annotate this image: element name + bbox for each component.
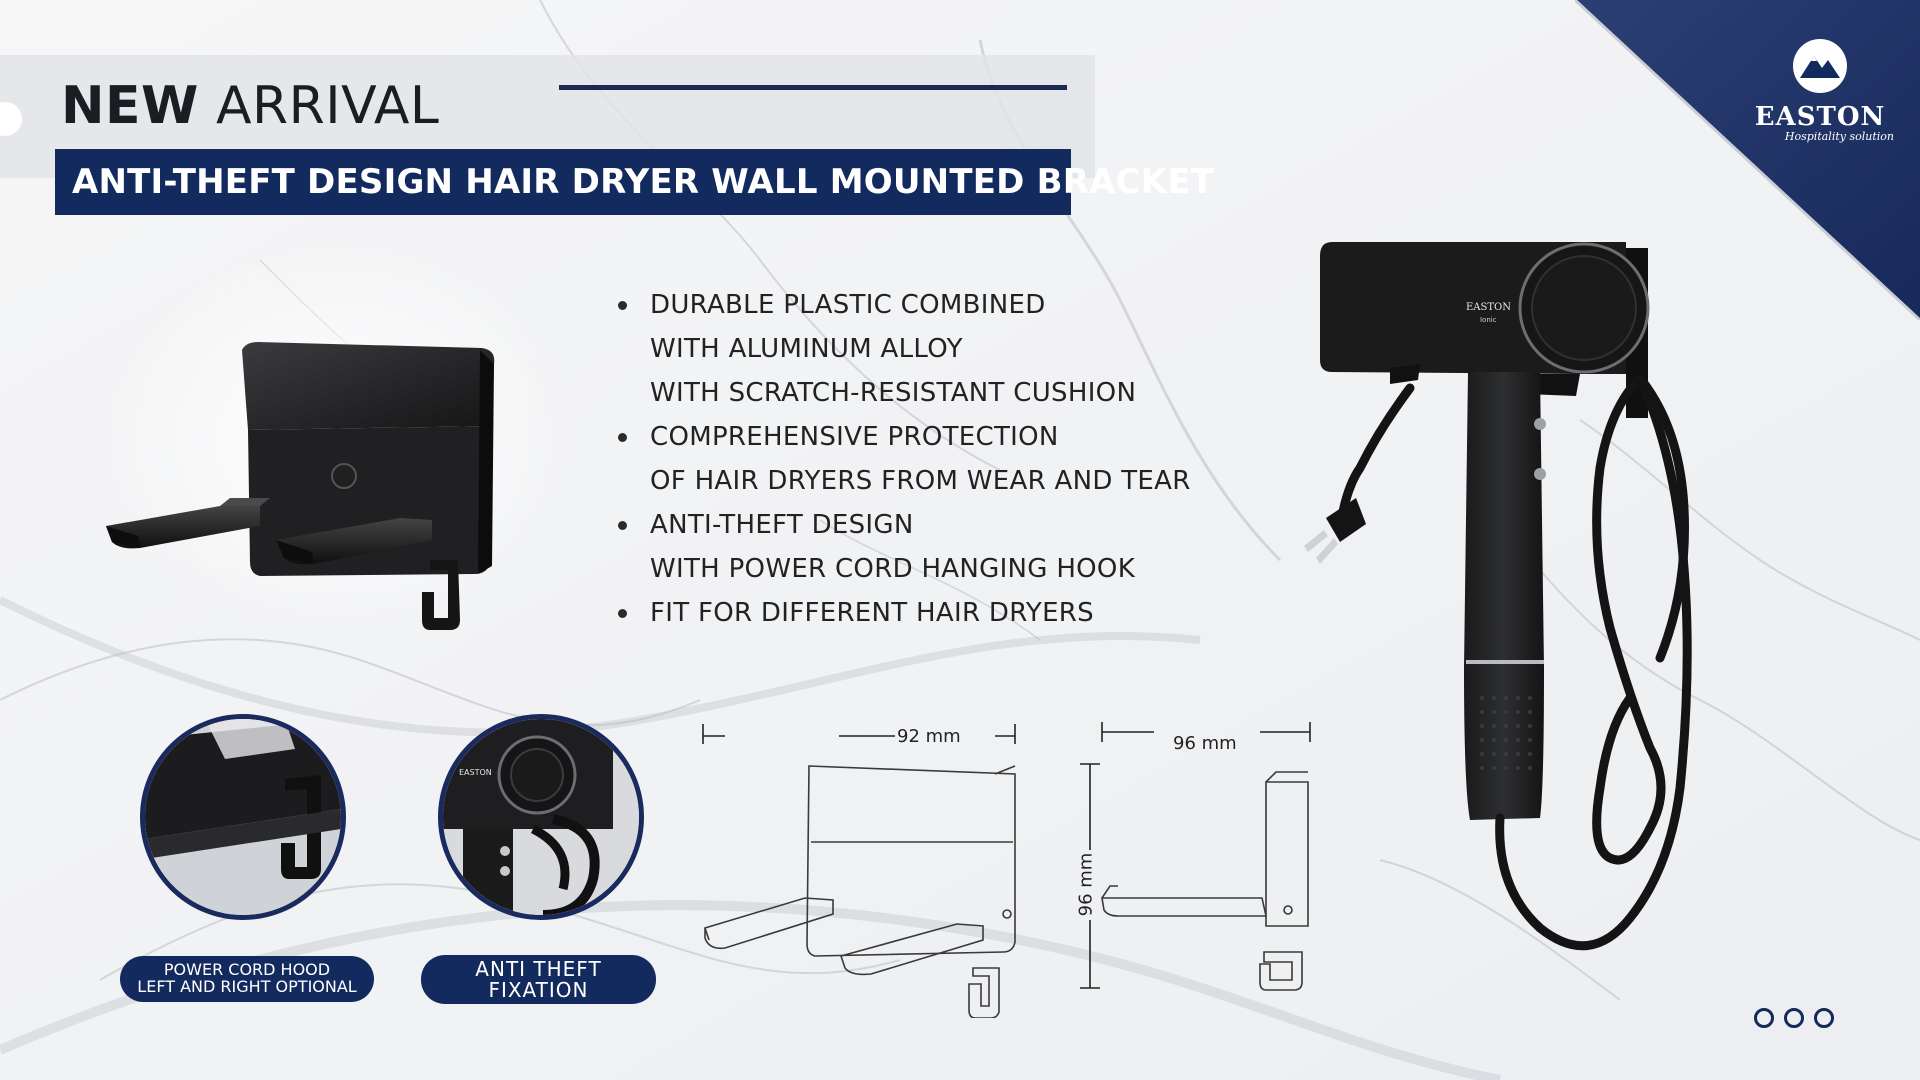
decorative-dot: [0, 102, 22, 136]
dryer-brand-mark: EASTON: [1466, 302, 1511, 313]
feature-list: DURABLE PLASTIC COMBINED WITH ALUMINUM AL…: [618, 283, 1191, 635]
subtitle-bar: ANTI-THEFT DESIGN HAIR DRYER WALL MOUNTE…: [55, 149, 1214, 215]
brand-tagline: Hospitality solution: [1784, 130, 1894, 143]
title-arrival: ARRIVAL: [215, 76, 440, 136]
feature-item: OF HAIR DRYERS FROM WEAR AND TEAR: [650, 466, 1191, 496]
bracket-product-image: [106, 342, 495, 630]
feature-item: WITH ALUMINUM ALLOY: [650, 334, 963, 364]
circle-brand-mark: EASTON: [459, 768, 492, 777]
hair-dryer-hero-image: EASTON Ionic: [1304, 242, 1692, 951]
callout-anti-theft-label: ANTI THEFT FIXATION: [421, 955, 656, 1004]
dryer-brand-sub: Ionic: [1480, 316, 1497, 324]
mountain-logo-icon: [1793, 39, 1847, 93]
feature-item: ANTI-THEFT DESIGN: [618, 503, 1191, 547]
anti-theft-detail-image: EASTON: [443, 719, 639, 915]
front-dimension-drawing: [702, 724, 1016, 1018]
detail-circle-cord-hood: [140, 714, 346, 920]
subtitle-text: ANTI-THEFT DESIGN HAIR DRYER WALL MOUNTE…: [72, 162, 1215, 202]
title-rule: [559, 85, 1067, 90]
title-new: NEW: [61, 76, 199, 136]
feature-item: DURABLE PLASTIC COMBINED: [618, 283, 1191, 327]
feature-item: FIT FOR DIFFERENT HAIR DRYERS: [618, 591, 1191, 635]
feature-item: WITH POWER CORD HANGING HOOK: [650, 554, 1136, 584]
dim-side-height: 96 mm: [1075, 852, 1097, 917]
feature-item: WITH SCRATCH-RESISTANT CUSHION: [650, 378, 1137, 408]
brand-logo: EASTON Hospitality solution: [1740, 38, 1900, 143]
side-dimension-drawing: [1080, 722, 1311, 991]
pager: [1754, 1008, 1834, 1028]
callout-cord-hood-text: POWER CORD HOOD LEFT AND RIGHT OPTIONAL: [137, 960, 357, 996]
callout-anti-theft-text: ANTI THEFT FIXATION: [475, 956, 602, 1002]
pager-dot[interactable]: [1814, 1008, 1834, 1028]
page-title: NEW ARRIVAL: [61, 76, 439, 136]
dim-side-width: 96 mm: [1173, 733, 1237, 754]
detail-circle-anti-theft: EASTON: [438, 714, 644, 920]
pager-dot[interactable]: [1784, 1008, 1804, 1028]
brand-name: EASTON: [1754, 102, 1886, 132]
pager-dot[interactable]: [1754, 1008, 1774, 1028]
dim-front-width: 92 mm: [897, 726, 961, 747]
feature-item: COMPREHENSIVE PROTECTION: [618, 415, 1191, 459]
cord-hood-detail-image: [145, 719, 341, 915]
callout-cord-hood-label: POWER CORD HOOD LEFT AND RIGHT OPTIONAL: [120, 956, 374, 1002]
